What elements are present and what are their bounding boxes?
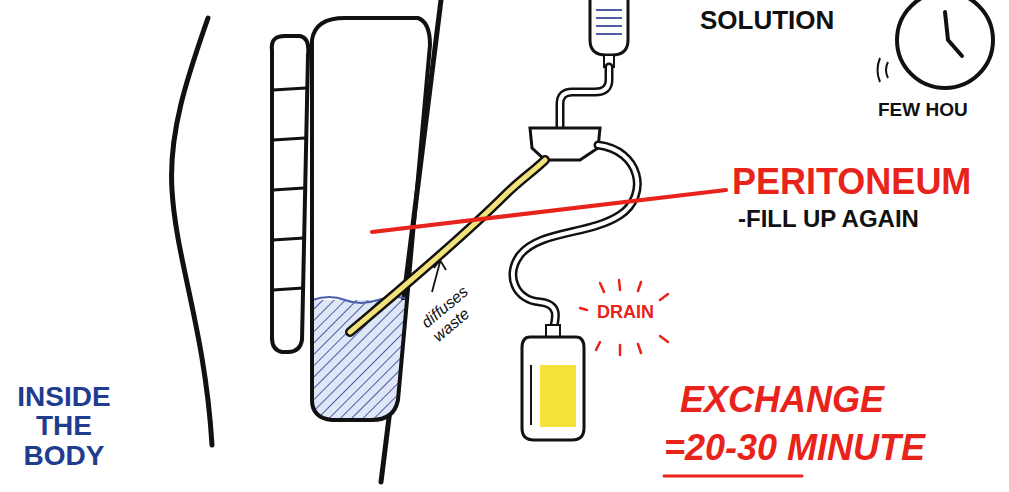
drain-bag (522, 325, 584, 440)
exchange-label: EXCHANGE (680, 380, 884, 420)
step-note: -FILL UP AGAIN (738, 206, 919, 232)
duration-label: FEW HOU (878, 100, 968, 121)
solution-bag (590, 0, 628, 67)
drain-label: DRAIN (597, 303, 654, 323)
y-connector (530, 128, 600, 160)
part-label: PERITONEUM (732, 162, 971, 202)
underline (664, 475, 802, 478)
diffuse-arrow (432, 260, 446, 292)
peritoneal-cavity (300, 18, 440, 430)
solution-label: SOLUTION (700, 6, 834, 35)
body-outline (172, 18, 212, 445)
inflow-tube (560, 67, 609, 130)
region-label: INSIDE THE BODY (5, 382, 123, 470)
spine (272, 36, 309, 352)
drain-spikes (580, 280, 668, 355)
process-note: diffuses waste (418, 278, 488, 345)
clock-icon (878, 0, 994, 88)
leader-line (372, 190, 726, 232)
duration-label: =20-30 MINUTE (664, 428, 925, 468)
